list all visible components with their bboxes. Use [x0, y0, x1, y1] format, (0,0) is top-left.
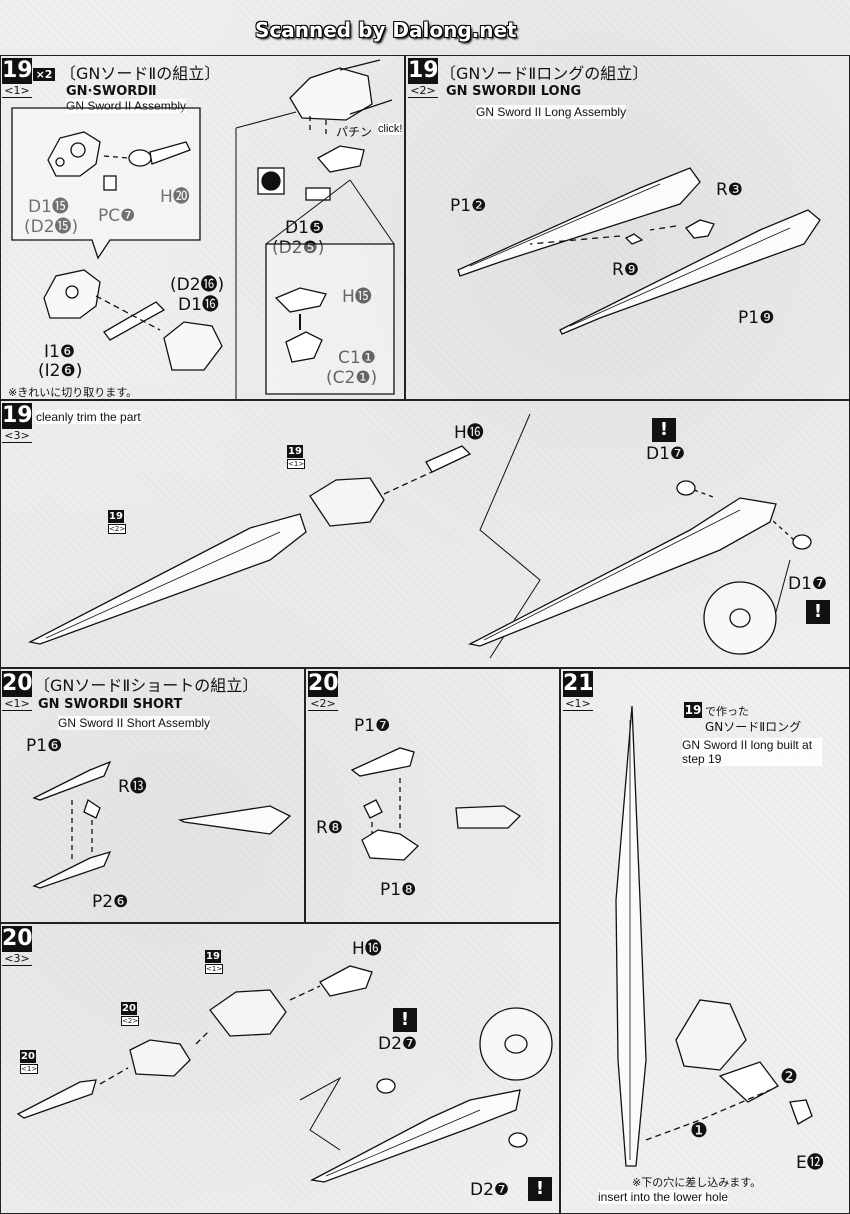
- step-19-2-en-title: GN SWORDⅡ LONG: [446, 84, 582, 99]
- panel-20-1: [0, 668, 305, 923]
- step-19-3-translation: cleanly trim the part: [36, 410, 141, 424]
- part-label-r9: R❾: [612, 260, 640, 280]
- step-19-1-translation: GN Sword II Assembly: [66, 99, 187, 113]
- step-21-jp-made: で作った: [705, 705, 749, 718]
- part-label-i16: I1❻: [44, 342, 76, 362]
- ref-19-1-badge: 19: [287, 445, 303, 458]
- part-label-r3: R❸: [716, 180, 744, 200]
- multiplier-badge: ×2: [33, 68, 55, 81]
- blade-p12: [457, 167, 701, 277]
- step-19-2-translation: GN Sword II Long Assembly: [476, 105, 627, 119]
- substep-20-2: <2>: [308, 697, 338, 711]
- step-number-20-3: 20: [2, 926, 33, 952]
- long-sword-assembly-left: [28, 477, 385, 645]
- ref-19-1-sub: <1>: [287, 459, 305, 469]
- step-21-note-en: insert into the lower hole: [598, 1190, 729, 1204]
- step-number-20-1: 20: [2, 671, 33, 697]
- sword-hilt-part-b: [43, 269, 101, 319]
- step-21-jp-name: GNソードⅡロング: [705, 720, 802, 734]
- part-label-h16: H⓰: [454, 423, 484, 443]
- ref-19-2-badge: 19: [108, 510, 124, 523]
- sword-hilt-part-a: [47, 131, 101, 177]
- part-label-r8: R❽: [316, 818, 344, 838]
- warning-icon-bottom: !: [806, 600, 830, 624]
- part-label-d17b: D1❼: [788, 574, 828, 594]
- part-label-h20: H⓴: [160, 182, 190, 207]
- short-sword-assembly: [309, 1089, 521, 1183]
- ref-20-2-sub: <2>: [121, 1016, 139, 1026]
- step-20-1-jp-title: 〔GNソードⅡショートの組立〕: [34, 676, 259, 695]
- step-number-19-1: 19: [2, 58, 33, 84]
- substep-19-2: <2>: [408, 84, 438, 98]
- part-label-p19: P1❾: [738, 308, 775, 328]
- part-label-p12: P1❷: [450, 196, 487, 216]
- blade-p19: [559, 209, 821, 335]
- substep-20-3: <3>: [2, 952, 32, 966]
- part-label-i26: (I2❻): [38, 361, 83, 381]
- step-number-19-2: 19: [408, 58, 439, 84]
- step-21-note-jp: ※下の穴に差し込みます。: [632, 1176, 762, 1189]
- part-label-c11: C1❶: [338, 348, 376, 368]
- vertical-long-sword: [615, 705, 647, 1167]
- step-19-2-jp-title: 〔GNソードⅡロングの組立〕: [440, 64, 649, 83]
- ref-20-1-badge: 20: [20, 1050, 36, 1063]
- part-label-c21: (C2❶): [326, 368, 377, 388]
- part-label-h16b: H⓰: [352, 939, 382, 959]
- part-label-d17a: D1❼: [646, 444, 686, 464]
- step-20-1-translation: GN Sword II Short Assembly: [58, 716, 211, 730]
- ref-20-1-sub: <1>: [20, 1064, 38, 1074]
- part-h20: [128, 141, 191, 167]
- warning-icon-top: !: [652, 418, 676, 442]
- part-label-p18: P1❽: [380, 880, 417, 900]
- part-label-e12: E⓬: [796, 1153, 824, 1173]
- part-label-p16: P1❻: [26, 736, 63, 756]
- ref-19-badge-step21: 19: [684, 702, 702, 718]
- panel-19-1: [0, 55, 405, 400]
- part-label-d27b: D2❼: [470, 1180, 510, 1200]
- step-number-20-2: 20: [308, 671, 339, 697]
- step-21-translation: GN Sword II long built at step 19: [682, 738, 822, 766]
- ref-19-1-badge-b: 19: [205, 950, 221, 963]
- step-number-19-3: 19: [2, 403, 33, 429]
- warning-icon-20-3-bottom: !: [528, 1177, 552, 1201]
- part-label-h15: H⓯: [342, 282, 372, 307]
- callout-number-1: ❶: [690, 1118, 708, 1142]
- panel-20-2: [305, 668, 560, 923]
- scanner-banner: Scanned by Dalong.net: [255, 18, 517, 42]
- part-label-r13: R⓭: [118, 777, 147, 797]
- substep-20-1: <1>: [2, 697, 32, 711]
- part-label-p26: P2❻: [92, 892, 129, 912]
- part-label-d25: (D2⓯): [24, 212, 78, 237]
- peg-pc7: [103, 175, 117, 191]
- click-jp-label: パチン: [336, 125, 373, 139]
- long-sword-assembly-right: [468, 497, 777, 647]
- part-label-pc7: PC❼: [98, 206, 135, 226]
- part-label-d15: D1⓯: [28, 192, 69, 217]
- substep-21-1: <1>: [563, 697, 593, 711]
- part-label-p17: P1❼: [354, 716, 391, 736]
- trim-note-jp: ※きれいに切り取ります。: [8, 386, 138, 399]
- part-label-d15b: D1❺: [285, 218, 325, 238]
- part-label-d16: D1⓰: [178, 295, 219, 315]
- bracket-line: [235, 111, 297, 400]
- callout-number-2: ❷: [780, 1064, 798, 1088]
- part-label-d27a: D2❼: [378, 1034, 418, 1054]
- substep-19-3: <3>: [2, 429, 32, 443]
- step-19-1-en-title: GN·SWORDⅡ: [66, 84, 157, 99]
- part-label-d25b: (D2❺): [272, 238, 324, 258]
- part-label-d216: (D2⓰): [170, 275, 225, 295]
- ref-19-1-sub-b: <1>: [205, 964, 223, 974]
- ref-19-2-sub: <2>: [108, 524, 126, 534]
- step-number-21-1: 21: [563, 671, 594, 697]
- step-20-1-en-title: GN SWORDⅡ SHORT: [38, 697, 183, 712]
- warning-icon-20-3-top: !: [393, 1008, 417, 1032]
- ref-20-2-badge: 20: [121, 1002, 137, 1015]
- click-en-label: click!: [378, 123, 403, 135]
- substep-19-1: <1>: [2, 84, 32, 98]
- step-19-1-jp-title: 〔GNソードⅡの組立〕: [60, 64, 221, 83]
